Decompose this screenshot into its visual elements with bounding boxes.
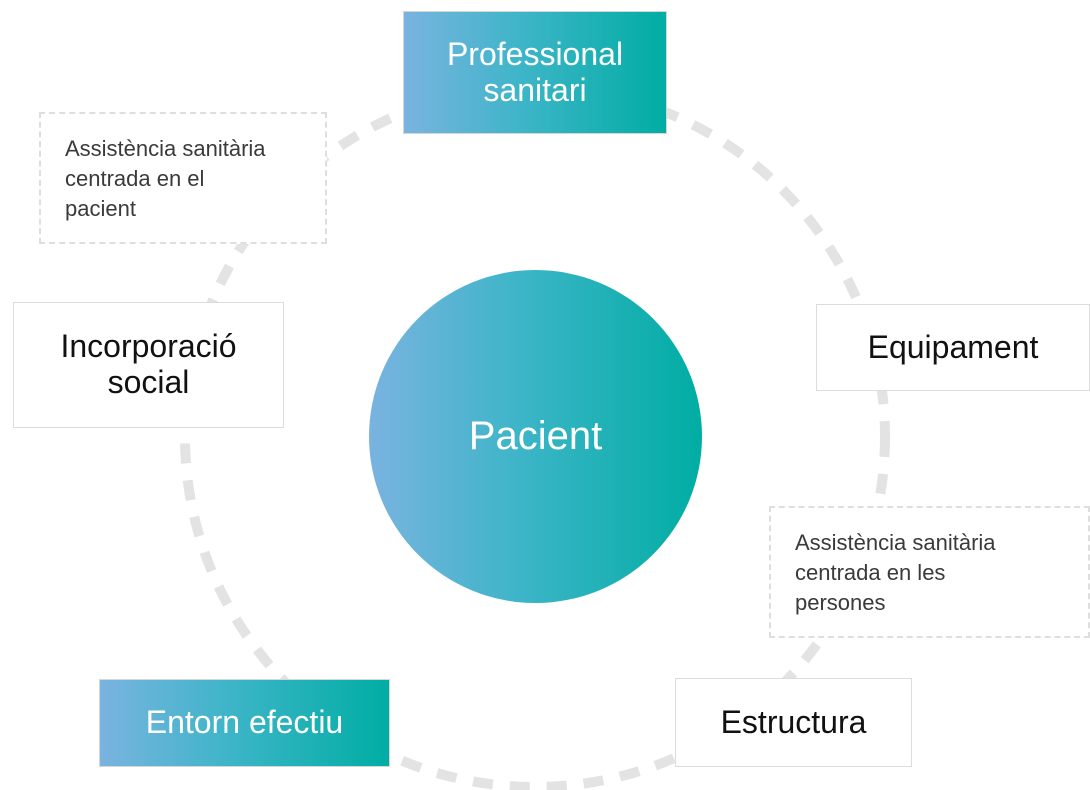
node-professional-sanitari[interactable]: Professional sanitari [403, 11, 667, 134]
node-entorn-efectiu[interactable]: Entorn efectiu [99, 679, 390, 767]
node-incorporacio-social[interactable]: Incorporació social [13, 302, 284, 428]
node-estructura[interactable]: Estructura [675, 678, 912, 767]
node-equipament[interactable]: Equipament [816, 304, 1090, 391]
center-node-pacient[interactable]: Pacient [369, 270, 702, 603]
note-person-centered-care: Assistència sanitària centrada en les pe… [769, 506, 1090, 638]
center-label: Pacient [468, 414, 603, 458]
note-patient-centered-care: Assistència sanitària centrada en el pac… [39, 112, 327, 244]
